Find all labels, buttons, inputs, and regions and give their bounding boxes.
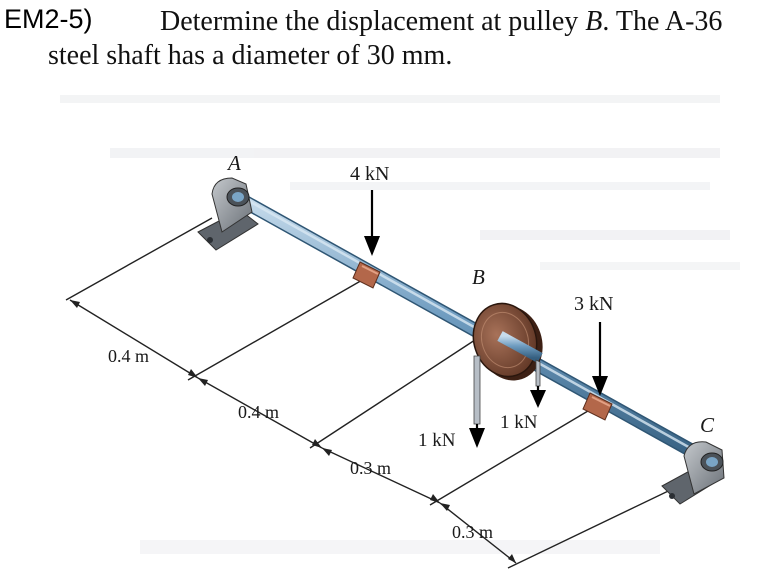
- background-ghost-text: [60, 95, 740, 554]
- coupling-left: [352, 261, 381, 289]
- bearing-support-a: [197, 177, 259, 251]
- label-support-a: A: [226, 151, 241, 175]
- label-dim-2: 0.4 m: [238, 402, 279, 422]
- label-dim-3: 0.3 m: [350, 458, 391, 478]
- problem-text-suffix: . The A-36: [602, 6, 723, 37]
- label-belt-left: 1 kN: [418, 430, 456, 451]
- diagram-labels: A C B 4 kN 3 kN 1 kN 1 kN 0.4 m 0.4 m 0.…: [108, 151, 715, 542]
- label-load-3kn: 3 kN: [574, 293, 613, 315]
- problem-statement: EM2-5) Determine the displacement at pul…: [0, 2, 763, 72]
- label-belt-right: 1 kN: [500, 412, 538, 433]
- dimension-lines: [65, 217, 713, 569]
- bearing-support-c: [661, 441, 725, 505]
- label-load-4kn: 4 kN: [350, 163, 389, 185]
- problem-number: EM2-5): [4, 4, 93, 34]
- label-pulley-b: B: [472, 265, 485, 289]
- label-dim-1: 0.4 m: [108, 346, 149, 366]
- problem-text-line-1: Determine the displacement at pulley B. …: [160, 6, 722, 38]
- problem-text-pulley: B: [585, 6, 603, 37]
- coupling-right: [582, 392, 613, 421]
- load-arrows: [364, 190, 608, 448]
- label-support-c: C: [700, 413, 715, 437]
- problem-text-prefix: Determine the displacement at pulley: [160, 6, 586, 37]
- pulley-b: [472, 302, 543, 425]
- problem-text-line-2: steel shaft has a diameter of 30 mm.: [48, 40, 453, 71]
- label-dim-4: 0.3 m: [452, 522, 493, 542]
